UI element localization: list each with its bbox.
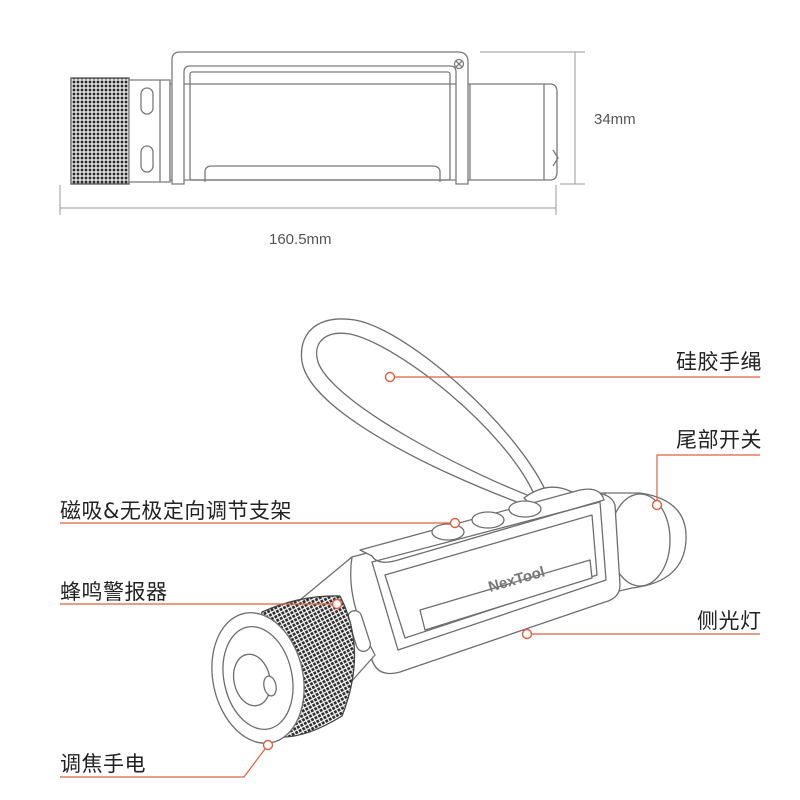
callout-buzzer-alarm: 蜂鸣警报器 [60,580,168,604]
leader-lines [60,371,760,778]
silicone-lanyard [300,318,549,506]
length-dimension-label: 160.5mm [269,231,332,248]
top-view-flashlight [70,51,559,185]
callout-side-light: 侧光灯 [697,609,762,633]
top-view-knurled-head [70,77,130,185]
dimension-lines [59,51,585,215]
top-view-stand-bracket [171,51,469,185]
callout-tail-switch: 尾部开关 [676,428,762,452]
callout-magnetic-stand: 磁吸&无极定向调节支架 [60,499,292,523]
top-button-2 [471,511,505,529]
callout-silicone-lanyard: 硅胶手绳 [676,350,762,374]
top-button-1 [431,523,465,541]
top-button-3 [508,500,542,518]
callout-zoom-flashlight: 调焦手电 [60,752,146,776]
side-light-window [419,559,593,631]
height-dimension-label: 34mm [594,111,636,128]
perspective-flashlight [211,318,687,744]
